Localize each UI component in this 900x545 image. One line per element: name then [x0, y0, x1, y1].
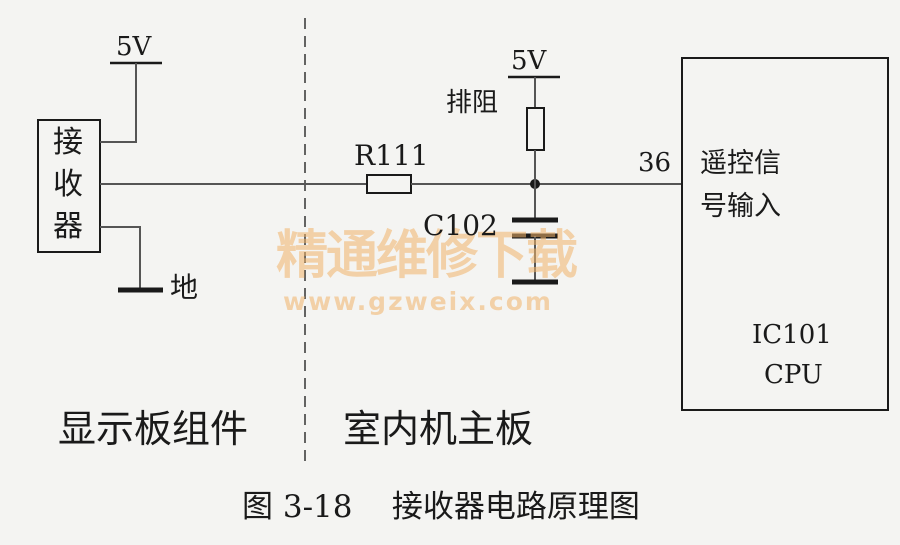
ic-name-line-1: IC101	[752, 320, 832, 350]
ic-name-line-2: CPU	[764, 360, 823, 390]
resistor-r111	[366, 174, 412, 194]
capacitor-label: C102	[423, 209, 498, 242]
ic-input-label-line-2: 号输入	[700, 191, 781, 222]
receiver-ground-wire	[100, 226, 141, 289]
pullup-resistor	[526, 107, 545, 151]
receiver-5v-label: 5V	[116, 32, 152, 62]
right-region-label: 室内机主板	[343, 407, 534, 451]
ic101-box	[681, 57, 889, 411]
receiver-label-line-3: 器	[53, 209, 83, 244]
ground-label: 地	[170, 271, 199, 304]
watermark-title: 精通维修下载	[276, 226, 578, 286]
resistor-label: R111	[354, 139, 429, 172]
receiver-label-line-2: 收	[53, 167, 83, 202]
pullup-5v-label: 5V	[511, 46, 547, 76]
receiver-label-line-1: 接	[53, 125, 83, 160]
ic-input-label-line-1: 遥控信	[700, 148, 781, 179]
receiver-box	[37, 119, 101, 253]
figure-caption: 图 3-18 接收器电路原理图	[242, 489, 640, 525]
receiver-5v-wire	[100, 63, 137, 143]
left-region-label: 显示板组件	[58, 407, 249, 451]
pin-number-label: 36	[638, 148, 672, 178]
watermark-url: www.gzweix.com	[283, 287, 553, 316]
pullup-label: 排阻	[446, 88, 499, 118]
